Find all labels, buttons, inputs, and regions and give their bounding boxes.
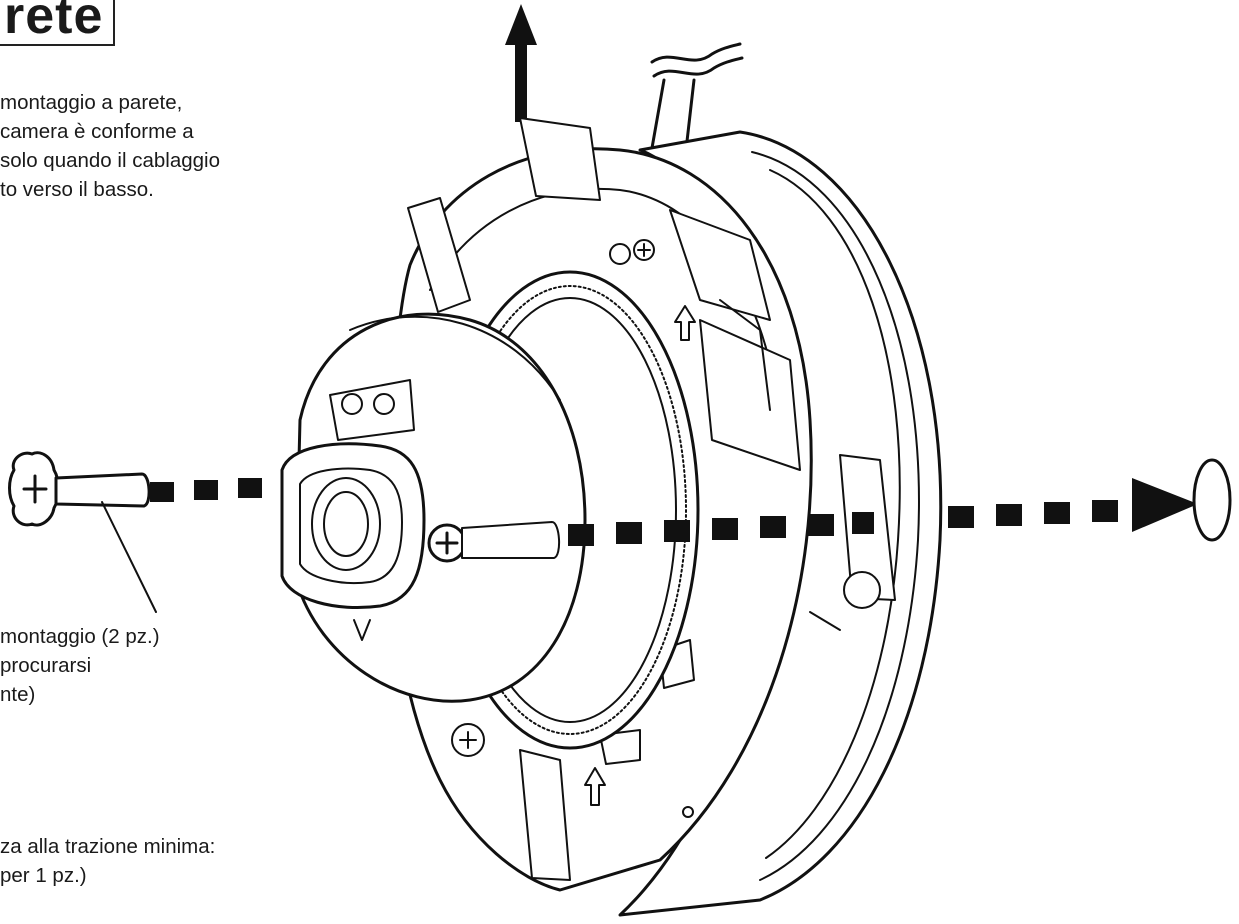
arrow-up-icon: [505, 4, 537, 122]
inner-screw: [427, 521, 560, 563]
wall-mount-note: montaggio a parete, camera è conforme a …: [0, 91, 220, 201]
mounting-hole-icon: [1192, 458, 1232, 542]
pull-strength-label: za alla trazione minima: per 1 pz.): [0, 835, 216, 887]
insertion-path: [150, 478, 1198, 546]
lens-unit: [280, 312, 587, 703]
section-heading: rete: [0, 0, 116, 46]
screw-icon: [8, 451, 151, 527]
screw-callout-label: montaggio (2 pz.) procurarsi nte): [0, 625, 160, 706]
screw-leader-line: [101, 501, 157, 613]
